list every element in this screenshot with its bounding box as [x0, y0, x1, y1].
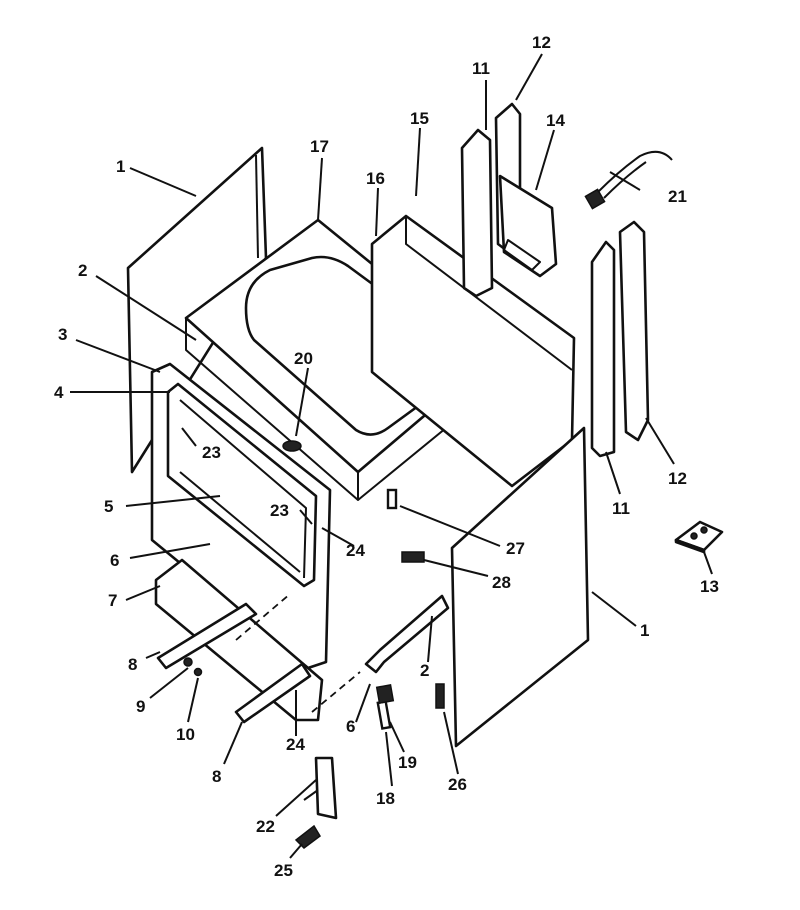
callout-19: 19	[398, 753, 417, 772]
leveling-leg	[375, 684, 395, 730]
callout-17: 17	[310, 137, 329, 156]
callout-26: 26	[448, 775, 467, 794]
callout-25: 25	[274, 861, 293, 880]
callout-8-lower: 8	[212, 767, 221, 786]
callout-2-left: 2	[78, 261, 87, 280]
callout-20: 20	[294, 349, 313, 368]
terminal-block	[674, 520, 724, 554]
callout-9: 9	[136, 697, 145, 716]
anti-tip-bracket	[303, 756, 338, 820]
callout-7: 7	[108, 591, 117, 610]
callout-13: 13	[700, 577, 719, 596]
power-cord	[584, 150, 673, 210]
leader-lines	[70, 53, 713, 859]
oven-door-frame	[150, 362, 332, 670]
callout-3: 3	[58, 325, 67, 344]
callout-1-left: 1	[116, 157, 125, 176]
callout-15: 15	[410, 109, 429, 128]
callout-21: 21	[668, 187, 687, 206]
callout-4: 4	[54, 383, 64, 402]
clip	[435, 683, 445, 709]
callout-16: 16	[366, 169, 385, 188]
callout-labels: 1 2 3 4 5 6 7 8 9 10 8 11 12 14 15 16 17…	[54, 33, 719, 880]
callout-18: 18	[376, 789, 395, 808]
callout-1-right: 1	[640, 621, 649, 640]
lower-rail	[235, 593, 450, 713]
callout-12-top: 12	[532, 33, 551, 52]
callout-6-lower: 6	[346, 717, 355, 736]
drawer-slide-lower	[234, 662, 312, 724]
callout-6-left: 6	[110, 551, 119, 570]
side-trim-right	[590, 240, 616, 458]
control-panel-cover	[498, 174, 558, 278]
callout-5: 5	[104, 497, 113, 516]
callout-22: 22	[256, 817, 275, 836]
callout-11-right: 11	[612, 499, 630, 518]
callout-12-right: 12	[668, 469, 687, 488]
small-hardware	[282, 440, 425, 563]
side-panel-right	[450, 426, 590, 748]
callout-23-lower: 23	[270, 501, 289, 520]
callout-28: 28	[492, 573, 511, 592]
foot	[294, 824, 321, 849]
vertical-bracket-right	[618, 220, 650, 442]
callout-10: 10	[176, 725, 195, 744]
callout-23-upper: 23	[202, 443, 221, 462]
callout-2-right: 2	[420, 661, 429, 680]
callout-11-top: 11	[472, 59, 490, 78]
callout-24-upper: 24	[346, 541, 365, 560]
callout-8-upper: 8	[128, 655, 137, 674]
fasteners	[183, 657, 203, 677]
callout-24-lower: 24	[286, 735, 305, 754]
callout-14: 14	[546, 111, 565, 130]
drawer-slide-upper	[156, 602, 258, 670]
callout-27: 27	[506, 539, 525, 558]
